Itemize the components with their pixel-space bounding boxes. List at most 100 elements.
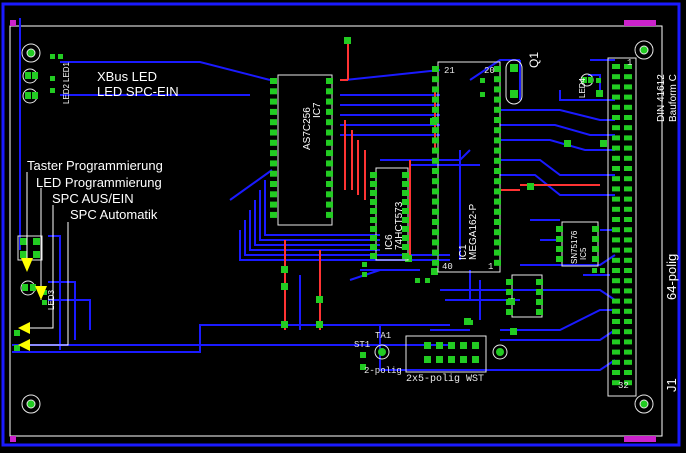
j1-pad xyxy=(624,145,632,151)
pad xyxy=(494,249,501,256)
pad xyxy=(536,299,543,305)
ic5-name: IC5 xyxy=(579,247,588,260)
pad xyxy=(494,117,501,123)
board-outline xyxy=(9,25,663,437)
pad xyxy=(402,190,409,196)
header-pad xyxy=(472,342,479,349)
pad xyxy=(494,137,501,144)
pad xyxy=(370,217,377,223)
j1-pad xyxy=(624,247,632,253)
header-pad xyxy=(472,356,479,363)
header-pad xyxy=(460,342,467,349)
small-ic-footprint xyxy=(506,274,543,318)
pad xyxy=(506,279,513,285)
j1-pad xyxy=(624,115,632,120)
j1-pad xyxy=(612,125,620,131)
j1-pad xyxy=(624,176,632,182)
j1-pad xyxy=(612,319,620,324)
pad xyxy=(494,219,501,225)
pad xyxy=(432,239,439,246)
pad xyxy=(494,157,501,164)
j1-pad xyxy=(612,227,620,233)
pad xyxy=(556,236,563,242)
pad xyxy=(494,168,501,174)
label-taster-programmierung: Taster Programmierung xyxy=(27,158,163,173)
j1-pad xyxy=(624,217,632,222)
ic1-pin20: 20 xyxy=(484,66,495,76)
j1-pad xyxy=(624,359,632,365)
j1-pad xyxy=(612,196,620,202)
pad xyxy=(370,199,377,205)
pad xyxy=(506,299,513,305)
taster-footprint xyxy=(17,235,43,261)
pad xyxy=(494,259,501,266)
pad xyxy=(432,229,439,236)
corner-mark-top-right xyxy=(624,20,656,26)
pad xyxy=(494,96,501,103)
j1-pad xyxy=(624,104,632,110)
pad xyxy=(432,117,439,123)
j1-pad xyxy=(624,155,632,161)
pad xyxy=(402,235,409,241)
header-pad xyxy=(448,342,455,349)
j1-pad xyxy=(612,349,620,355)
connector-standard: DIN 41612 xyxy=(656,74,667,122)
j1-pad xyxy=(624,237,632,243)
corner-mark-bottom-right xyxy=(624,436,656,442)
ic7-part: AS7C256 xyxy=(302,107,313,150)
j1-pad xyxy=(624,370,632,375)
pad xyxy=(270,160,277,167)
pad xyxy=(402,226,409,232)
pad xyxy=(326,119,333,126)
pad xyxy=(592,236,599,242)
pad xyxy=(326,160,333,167)
ta1-name: TA1 xyxy=(375,331,392,341)
pad xyxy=(402,199,409,205)
j1-pad xyxy=(612,64,620,69)
pad xyxy=(536,279,543,285)
pad xyxy=(402,181,409,187)
ic1-part: MEGA162-P xyxy=(468,203,479,260)
pad xyxy=(402,172,409,178)
pad xyxy=(270,88,277,95)
led4-label: LED4 xyxy=(578,77,587,98)
pad xyxy=(326,170,333,177)
pad xyxy=(494,178,501,185)
pad xyxy=(494,208,501,215)
j1-pad xyxy=(624,319,632,324)
pad xyxy=(592,226,599,232)
pad xyxy=(326,191,333,198)
pad xyxy=(432,147,439,154)
pad xyxy=(270,191,277,198)
header-pad xyxy=(424,342,431,349)
pad xyxy=(432,188,439,195)
pad xyxy=(432,76,439,83)
pad xyxy=(326,150,333,157)
mounting-holes xyxy=(21,40,654,414)
leds xyxy=(20,68,594,360)
j1-pad xyxy=(624,339,632,345)
j1-pad xyxy=(624,64,632,69)
ic1-pin1: 1 xyxy=(488,262,494,272)
header-footprint xyxy=(405,335,487,373)
board-edge xyxy=(1,2,681,447)
pad xyxy=(326,211,333,218)
pad xyxy=(402,253,409,259)
connector-pins-label: 64-polig xyxy=(664,253,679,300)
header-pad xyxy=(460,356,467,363)
pad xyxy=(270,98,277,105)
j1-pad xyxy=(624,94,632,100)
j1-pad xyxy=(612,186,620,192)
pad xyxy=(326,108,333,115)
pad xyxy=(370,172,377,178)
pad xyxy=(506,309,513,315)
j1-pad xyxy=(612,104,620,110)
pad xyxy=(402,244,409,250)
pad xyxy=(432,168,439,174)
pad xyxy=(494,127,501,134)
j1-pad xyxy=(624,278,632,284)
ic6-footprint xyxy=(370,167,409,261)
j1-pad xyxy=(624,227,632,233)
pad xyxy=(326,129,333,136)
pad xyxy=(494,239,501,246)
